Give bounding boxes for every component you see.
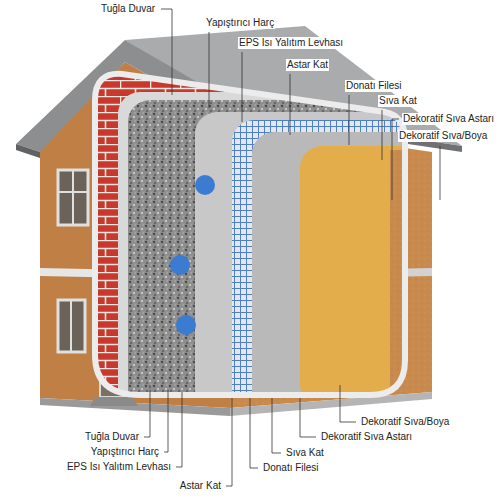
callout-label: Yapıştırıcı Harç xyxy=(90,446,160,458)
callout-label: Dekoratif Sıva/Boya xyxy=(360,416,450,428)
callout-label: Dekoratif Sıva/Boya xyxy=(398,130,488,142)
callout-label: Donatı Filesi xyxy=(345,80,403,92)
callout-label: Dekoratif Sıva Astarı xyxy=(320,431,413,443)
callout-label: Astar Kat xyxy=(286,59,329,71)
callout-label: Sıva Kat xyxy=(285,447,325,459)
callout-label: Yapıştırıcı Harç xyxy=(205,17,275,29)
callout-label: Sıva Kat xyxy=(378,95,418,107)
callout-label: Astar Kat xyxy=(179,480,222,492)
callout-label: EPS Isı Yalıtım Levhası xyxy=(66,461,172,473)
callout-label: Tuğla Duvar xyxy=(84,431,140,443)
callout-label: EPS Isı Yalıtım Levhası xyxy=(238,37,344,49)
callout-label: Donatı Filesi xyxy=(262,462,320,474)
callout-label: Dekoratif Sıva Astarı xyxy=(402,113,495,125)
callout-label: Tuğla Duvar xyxy=(100,3,156,15)
